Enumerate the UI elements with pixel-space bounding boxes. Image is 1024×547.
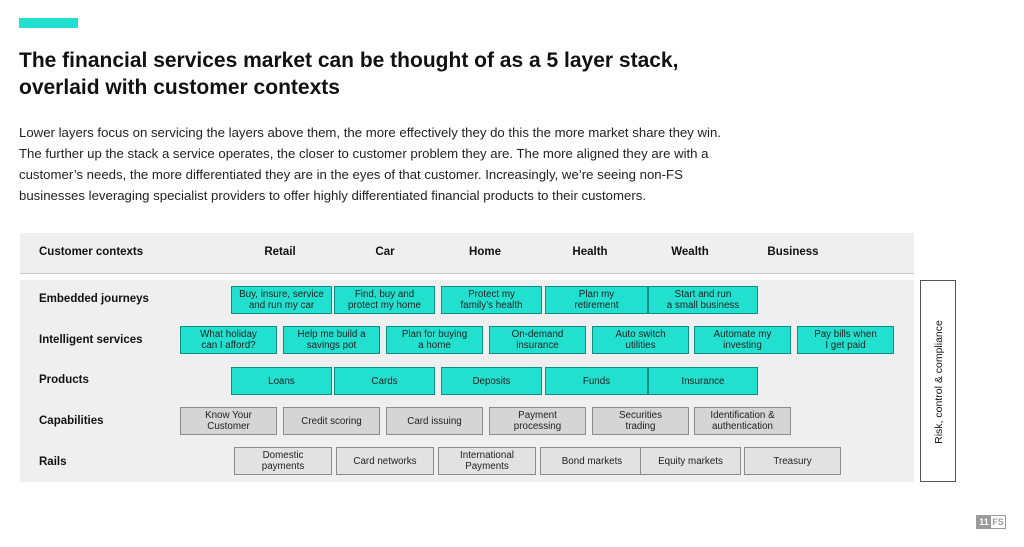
product-box: Loans — [231, 367, 332, 395]
embedded-journey-box: Start and run a small business — [648, 286, 758, 314]
capability-box: Card issuing — [386, 407, 483, 435]
capability-box: Payment processing — [489, 407, 586, 435]
embedded-journey-box: Buy, insure, service and run my car — [231, 286, 332, 314]
description-line: businesses leveraging specialist provide… — [19, 188, 646, 203]
customer-contexts-label: Customer contexts — [39, 246, 144, 258]
context-health: Health — [572, 246, 608, 258]
layer-label-intelligent-services: Intelligent services — [39, 334, 143, 346]
description: Lower layers focus on servicing the laye… — [19, 122, 779, 206]
layer-label-embedded-journeys: Embedded journeys — [39, 293, 149, 305]
description-line: customer’s needs, the more differentiate… — [19, 167, 683, 182]
capability-box: Identification & authentication — [694, 407, 791, 435]
layer-label-capabilities: Capabilities — [39, 415, 104, 427]
capability-box: Know Your Customer — [180, 407, 277, 435]
context-home: Home — [469, 246, 501, 258]
context-business: Business — [767, 246, 819, 258]
title-line: The financial services market can be tho… — [19, 49, 679, 72]
layer-stack: Embedded journeys Intelligent services P… — [20, 280, 914, 482]
context-retail: Retail — [264, 246, 296, 258]
context-wealth: Wealth — [671, 246, 709, 258]
rail-box: Bond markets — [540, 447, 644, 475]
page-title: The financial services market can be tho… — [19, 47, 779, 101]
intelligent-service-box: Plan for buying a home — [386, 326, 483, 354]
embedded-journey-box: Plan my retirement — [545, 286, 648, 314]
rail-box: Treasury — [744, 447, 841, 475]
capability-box: Securities trading — [592, 407, 689, 435]
intelligent-service-box: Automate my investing — [694, 326, 791, 354]
rail-box: Domestic payments — [234, 447, 332, 475]
layer-label-rails: Rails — [39, 456, 67, 468]
embedded-journey-box: Find, buy and protect my home — [334, 286, 435, 314]
customer-contexts-header: Customer contexts Retail Car Home Health… — [20, 233, 914, 274]
product-box: Funds — [545, 367, 648, 395]
product-box: Cards — [334, 367, 435, 395]
intelligent-service-box: What holiday can I afford? — [180, 326, 277, 354]
rail-box: Card networks — [336, 447, 434, 475]
risk-control-compliance-panel: Risk, control & compliance — [920, 280, 956, 482]
context-car: Car — [375, 246, 395, 258]
intelligent-service-box: Auto switch utilities — [592, 326, 689, 354]
intelligent-service-box: On-demand insurance — [489, 326, 586, 354]
rail-box: International Payments — [438, 447, 536, 475]
description-line: The further up the stack a service opera… — [19, 146, 709, 161]
product-box: Insurance — [648, 367, 758, 395]
risk-control-compliance-label: Risk, control & compliance — [933, 320, 945, 444]
product-box: Deposits — [441, 367, 542, 395]
embedded-journey-box: Protect my family’s health — [441, 286, 542, 314]
title-line: overlaid with customer contexts — [19, 76, 340, 99]
layer-label-products: Products — [39, 374, 89, 386]
description-line: Lower layers focus on servicing the laye… — [19, 125, 721, 140]
capability-box: Credit scoring — [283, 407, 380, 435]
11fs-logo: 11 FS — [976, 515, 1006, 529]
rail-box: Equity markets — [640, 447, 741, 475]
accent-bar — [19, 18, 78, 28]
logo-left: 11 — [977, 516, 991, 528]
intelligent-service-box: Help me build a savings pot — [283, 326, 380, 354]
intelligent-service-box: Pay bills when I get paid — [797, 326, 894, 354]
logo-right: FS — [991, 516, 1005, 528]
